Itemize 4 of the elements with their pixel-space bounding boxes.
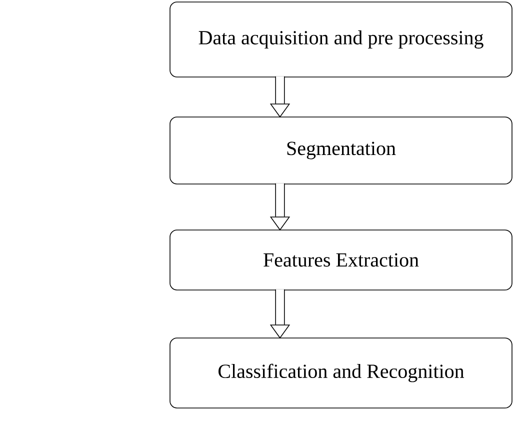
process-box: Classification and Recognition [170,338,512,408]
process-box: Data acquisition and pre processing [170,2,512,78]
process-box: Features Extraction [170,230,512,290]
process-box: Segmentation [170,116,512,184]
